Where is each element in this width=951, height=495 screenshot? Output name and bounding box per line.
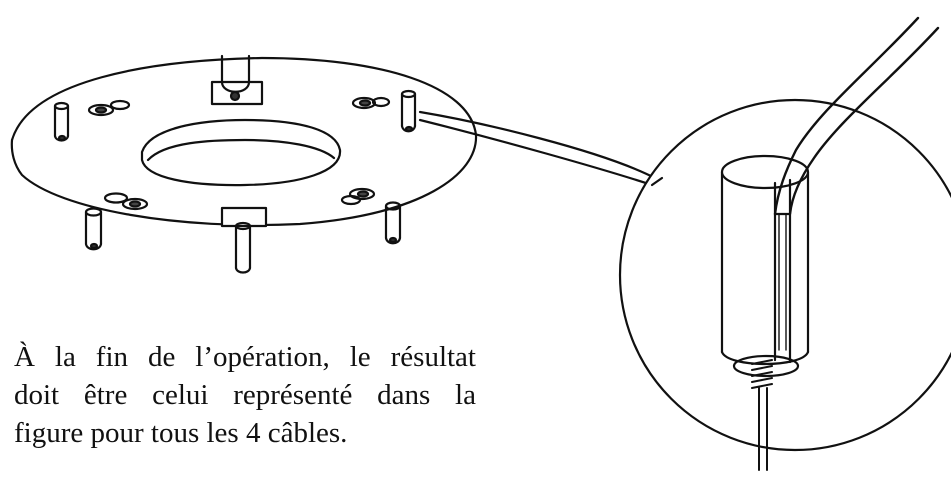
mounting-plate: [10, 56, 478, 227]
caption-line-2: doit être celui représenté dans la: [14, 379, 476, 411]
top-clip: [210, 54, 264, 106]
callout-lines: [418, 110, 667, 187]
post-bottom-center: [234, 221, 252, 274]
post-top-left: [53, 101, 70, 142]
post-bottom-left: [84, 207, 103, 251]
cable: [751, 16, 940, 471]
plate-center-hole: [140, 118, 342, 187]
screw-top-left: [87, 99, 131, 117]
caption-line-1: À la fin de l’opération, le résultat: [14, 341, 476, 373]
screw-top-right: [351, 96, 391, 110]
plate-center-hole-inner: [146, 138, 336, 162]
plate-outer-rim: [10, 56, 478, 227]
magnified-standoff: [720, 154, 810, 378]
post-top-right: [400, 89, 417, 133]
bottom-tab: [220, 206, 268, 228]
caption-line-3: figure pour tous les 4 câbles.: [14, 417, 348, 449]
instruction-caption: À la fin de l’opération, le résultat doi…: [14, 338, 476, 452]
magnifier-detail: [618, 16, 951, 471]
screw-bottom-left: [103, 192, 149, 211]
post-bottom-right: [384, 201, 402, 245]
screw-bottom-right: [340, 187, 376, 206]
